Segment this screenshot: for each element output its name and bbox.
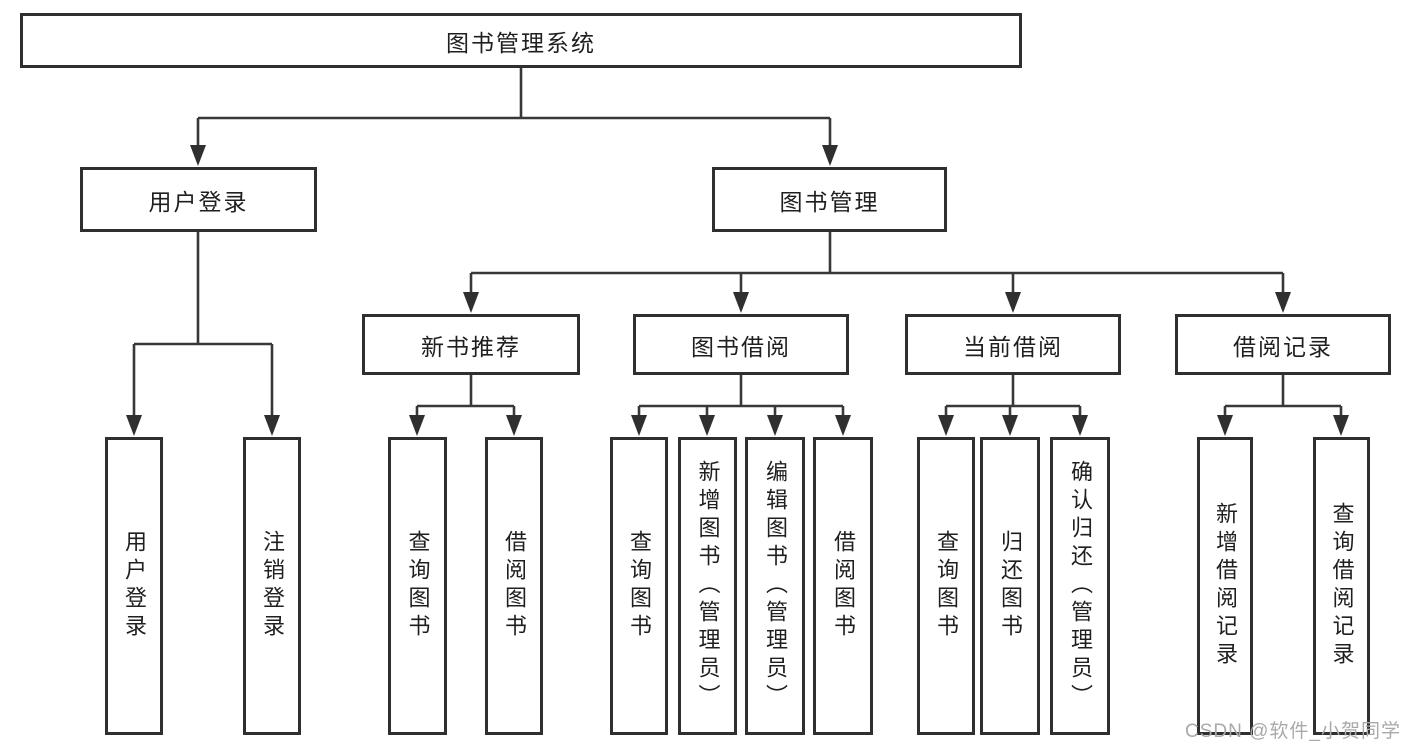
leaf-return-books-label: 归还图书: [998, 530, 1023, 642]
arrowhead: [409, 415, 425, 436]
leaf-borrow-books-borrow-label: 借阅图书: [831, 530, 856, 642]
leaf-return-books: 归还图书: [980, 437, 1040, 735]
arrowhead: [822, 145, 838, 166]
node-book-mgmt-label: 图书管理: [779, 188, 880, 215]
node-root-label: 图书管理系统: [446, 29, 596, 56]
leaf-logout-label: 注销登录: [260, 530, 285, 642]
arrowhead: [1275, 292, 1291, 313]
leaf-confirm-return-admin: 确认归还（管理员）: [1050, 437, 1110, 735]
leaf-query-books-borrow: 查询图书: [610, 437, 668, 735]
arrowhead: [1005, 292, 1021, 313]
leaf-query-books-current: 查询图书: [917, 437, 975, 735]
leaf-user-login: 用户登录: [105, 437, 163, 735]
arrowhead: [126, 415, 142, 436]
leaf-user-login-label: 用户登录: [122, 530, 147, 642]
arrowhead: [1002, 415, 1018, 436]
node-root: 图书管理系统: [20, 13, 1022, 68]
leaf-query-borrow-record-label: 查询借阅记录: [1329, 502, 1355, 670]
arrowhead: [1072, 415, 1088, 436]
leaf-logout: 注销登录: [243, 437, 301, 735]
arrowhead: [631, 415, 647, 436]
node-user-login: 用户登录: [80, 167, 317, 232]
leaf-add-borrow-record-label: 新增借阅记录: [1213, 502, 1238, 670]
node-new-book-recommend: 新书推荐: [362, 314, 580, 375]
arrowhead: [938, 415, 954, 436]
leaf-query-books-recommend-label: 查询图书: [405, 530, 431, 642]
leaf-edit-book-admin: 编辑图书（管理员）: [745, 437, 805, 735]
arrowhead: [1333, 415, 1349, 436]
node-borrow-records: 借阅记录: [1175, 314, 1391, 375]
leaf-borrow-books-recommend: 借阅图书: [485, 437, 543, 735]
leaf-query-books-borrow-label: 查询图书: [627, 530, 652, 642]
arrowhead: [190, 145, 206, 166]
csdn-watermark: CSDN @软件_小贺同学: [1185, 721, 1401, 742]
arrowhead: [1217, 415, 1233, 436]
leaf-query-books-recommend: 查询图书: [388, 437, 447, 735]
arrowhead: [699, 415, 715, 436]
arrowhead: [264, 415, 280, 436]
arrowhead: [463, 292, 479, 313]
node-current-borrow-label: 当前借阅: [963, 333, 1063, 360]
leaf-add-book-admin-label: 新增图书（管理员）: [695, 460, 721, 712]
arrowhead: [767, 415, 783, 436]
leaf-borrow-books-recommend-label: 借阅图书: [502, 530, 527, 642]
leaf-query-books-current-label: 查询图书: [934, 530, 959, 642]
leaf-borrow-books-borrow: 借阅图书: [813, 437, 873, 735]
leaf-query-borrow-record: 查询借阅记录: [1313, 437, 1370, 735]
leaf-edit-book-admin-label: 编辑图书（管理员）: [763, 460, 788, 712]
node-book-mgmt: 图书管理: [712, 167, 947, 232]
leaf-add-borrow-record: 新增借阅记录: [1197, 437, 1253, 735]
node-book-borrow: 图书借阅: [633, 314, 849, 375]
leaf-add-book-admin: 新增图书（管理员）: [678, 437, 737, 735]
arrowhead: [506, 415, 522, 436]
node-borrow-records-label: 借阅记录: [1233, 333, 1333, 360]
node-book-borrow-label: 图书借阅: [691, 333, 791, 360]
arrowhead: [733, 292, 749, 313]
node-user-login-label: 用户登录: [148, 188, 249, 215]
leaf-confirm-return-admin-label: 确认归还（管理员）: [1068, 460, 1093, 712]
node-current-borrow: 当前借阅: [905, 314, 1121, 375]
node-new-book-recommend-label: 新书推荐: [421, 333, 521, 360]
arrowhead: [835, 415, 851, 436]
